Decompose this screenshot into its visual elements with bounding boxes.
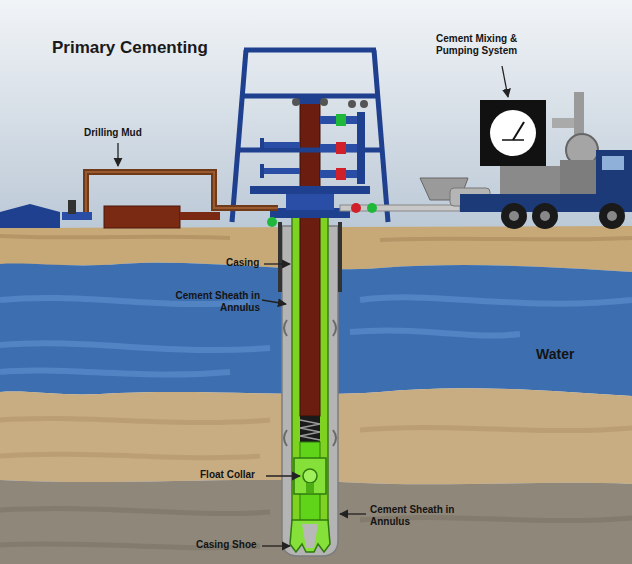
- mud-column: [300, 100, 320, 416]
- title: Primary Cementing: [52, 38, 208, 58]
- part-label: Cement Sheath in Annulus: [370, 504, 470, 527]
- part-label: Drilling Mud: [84, 127, 142, 139]
- part-label: Float Collar: [200, 469, 255, 481]
- layer-label: Water: [536, 346, 574, 362]
- leader-lines: [118, 66, 508, 546]
- part-label: Cement Mixing & Pumping System: [436, 33, 558, 56]
- part-label: Casing Shoe: [196, 539, 257, 551]
- part-label: Cement Sheath in Annulus: [156, 290, 260, 313]
- derrick: [232, 50, 388, 222]
- casing-shoe: [290, 520, 330, 552]
- mud-pump: [0, 204, 60, 228]
- cement-truck: [420, 92, 632, 229]
- part-label: Casing: [226, 257, 259, 269]
- mud-tank: [104, 206, 180, 228]
